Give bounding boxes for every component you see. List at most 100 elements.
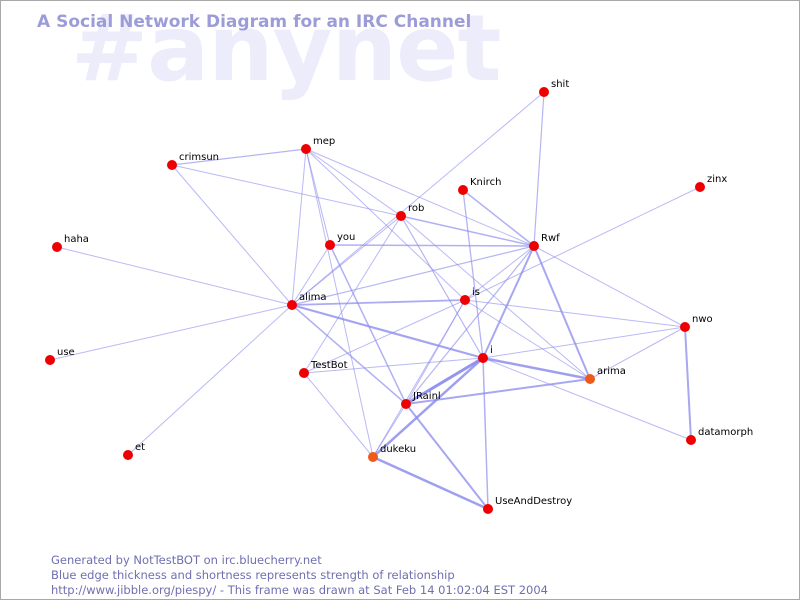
edge-Rwf-nwo — [533, 245, 686, 328]
edge-you-JRainl — [329, 244, 407, 405]
edge-i-datamorph — [482, 357, 692, 441]
node-dot — [539, 87, 549, 97]
edge-nwo-datamorph — [684, 326, 692, 441]
edge-alima-i — [291, 303, 484, 360]
node-dot — [401, 399, 411, 409]
node-label: arima — [597, 366, 626, 377]
node-use: use — [45, 347, 75, 365]
node-dot — [287, 300, 297, 310]
node-label: et — [135, 442, 145, 453]
node-label: zinx — [707, 174, 727, 185]
node-label: i — [490, 345, 493, 356]
node-label: Knirch — [470, 177, 501, 188]
node-dot — [458, 185, 468, 195]
node-label: alima — [299, 292, 327, 303]
edge-dukeku-UseAndDestroy — [372, 455, 489, 511]
footer-legend-line: Blue edge thickness and shortness repres… — [51, 568, 455, 582]
node-is: is — [460, 287, 480, 305]
edge-haha-alima — [56, 246, 293, 306]
edge-is-alima — [291, 299, 466, 306]
edge-crimsun-rob — [171, 164, 402, 217]
channel-watermark: #anynet — [71, 0, 502, 102]
node-dot — [460, 295, 470, 305]
node-dot — [695, 182, 705, 192]
edge-is-TestBot — [303, 299, 466, 374]
edge-nwo-arima — [589, 326, 686, 380]
node-label: shit — [551, 79, 569, 90]
edge-mep-Rwf — [305, 148, 535, 247]
edge-is-dukeku — [372, 299, 466, 458]
node-dot — [123, 450, 133, 460]
node-dot — [299, 368, 309, 378]
node-arima: arima — [585, 366, 626, 384]
edge-i-arima — [482, 356, 591, 381]
edge-you-Rwf — [329, 244, 535, 247]
edge-shit-Rwf — [533, 91, 545, 247]
edge-is-arima — [464, 299, 591, 380]
edge-JRainl-UseAndDestroy — [405, 403, 489, 510]
node-label: JRainl — [412, 391, 441, 402]
edge-Knirch-i — [462, 189, 484, 359]
edge-rob-Rwf — [400, 215, 535, 247]
edge-Rwf-arima — [533, 245, 591, 380]
edge-rob-i — [400, 215, 484, 359]
node-label: is — [472, 287, 480, 298]
node-dot — [483, 504, 493, 514]
edge-crimsun-mep — [171, 148, 307, 166]
node-haha: haha — [52, 234, 89, 252]
node-Rwf: Rwf — [529, 233, 560, 251]
edge-rob-TestBot — [303, 215, 402, 374]
footer: Generated by NotTestBOT on irc.bluecherr… — [51, 553, 548, 598]
node-et: et — [123, 442, 145, 460]
node-dot — [686, 435, 696, 445]
edge-nwo-i — [482, 326, 686, 359]
node-label: nwo — [692, 314, 713, 325]
node-dot — [52, 242, 62, 252]
node-label: use — [57, 347, 75, 358]
node-label: Rwf — [541, 233, 560, 244]
node-mep: mep — [301, 136, 335, 154]
edge-alima-use — [49, 304, 293, 361]
node-zinx: zinx — [695, 174, 727, 192]
node-label: dukeku — [380, 444, 416, 455]
node-dot — [167, 160, 177, 170]
node-dot — [325, 240, 335, 250]
node-dot — [396, 211, 406, 221]
edge-you-alima — [291, 244, 331, 306]
edge-crimsun-alima — [171, 164, 293, 306]
edge-zinx-is — [464, 186, 701, 301]
edge-is-nwo — [464, 299, 686, 328]
edge-mep-rob — [305, 148, 402, 217]
edge-Rwf-alima — [291, 245, 535, 306]
edge-mep-is — [305, 148, 466, 301]
node-dot — [301, 144, 311, 154]
node-dot — [529, 241, 539, 251]
edge-mep-alima — [291, 148, 307, 306]
edge-mep-you — [305, 148, 331, 246]
node-i: i — [478, 345, 493, 363]
edge-i-JRainl — [405, 356, 484, 406]
node-label: crimsun — [179, 152, 219, 163]
node-JRainl: JRainl — [401, 391, 441, 409]
edge-rob-arima — [400, 215, 591, 380]
edge-i-dukeku — [372, 357, 484, 458]
edge-rob-alima — [291, 215, 402, 306]
node-label: you — [337, 232, 355, 243]
diagram-title: A Social Network Diagram for an IRC Chan… — [37, 12, 472, 32]
footer-generated-line: Generated by NotTestBOT on irc.bluecherr… — [51, 553, 322, 567]
edge-alima-et — [127, 304, 293, 456]
node-you: you — [325, 232, 355, 250]
edge-i-UseAndDestroy — [482, 357, 489, 510]
node-dukeku: dukeku — [368, 444, 416, 462]
footer-url-line: http://www.jibble.org/piespy/ - This fra… — [51, 583, 548, 597]
edge-JRainl-arima — [405, 378, 591, 405]
node-alima: alima — [287, 292, 327, 310]
node-label: datamorph — [698, 427, 753, 438]
node-rob: rob — [396, 203, 424, 221]
edge-TestBot-dukeku — [303, 372, 374, 458]
node-UseAndDestroy: UseAndDestroy — [483, 496, 572, 514]
node-dot — [45, 355, 55, 365]
edges-layer — [49, 91, 701, 511]
